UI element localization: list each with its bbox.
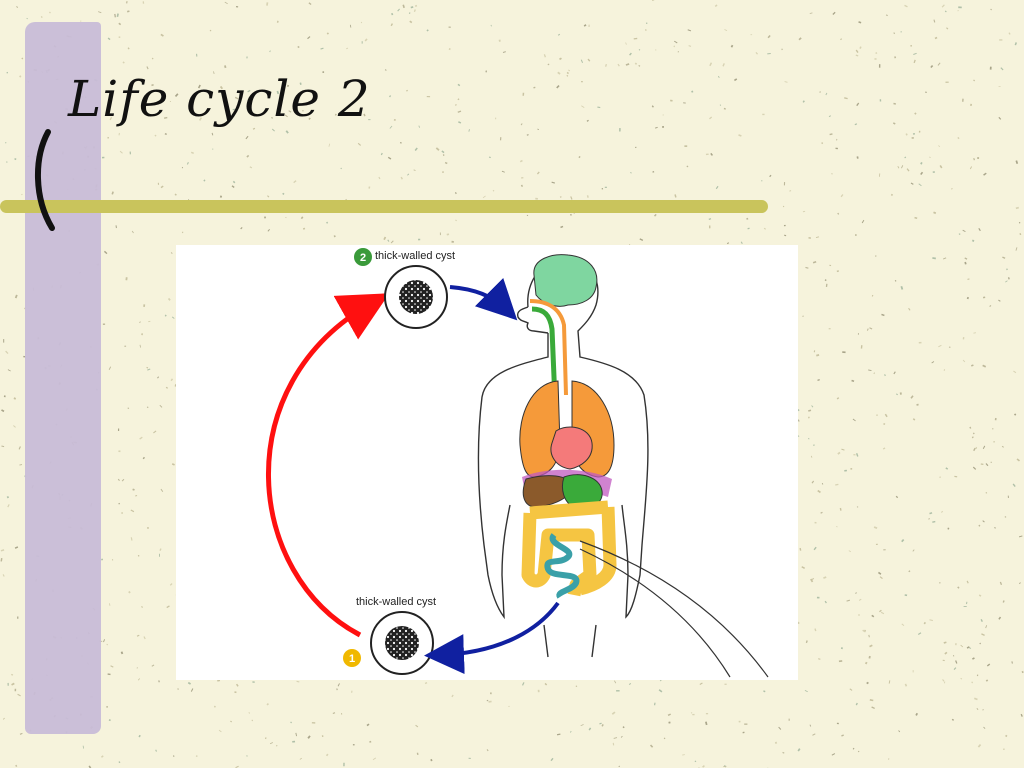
liver bbox=[522, 475, 573, 508]
step-1-badge: 1 bbox=[343, 649, 361, 667]
large-intestine bbox=[521, 512, 597, 597]
left-lung bbox=[519, 380, 561, 478]
cycle-arc bbox=[266, 293, 390, 638]
excretion-arrow bbox=[424, 601, 560, 675]
small-intestine bbox=[544, 533, 580, 599]
callout-lines bbox=[579, 540, 769, 678]
heart bbox=[550, 426, 593, 470]
title-underline-rule bbox=[0, 200, 768, 213]
thick-walled-cyst-top bbox=[384, 265, 448, 329]
decorative-side-bar bbox=[25, 22, 101, 734]
bracket-decoration bbox=[34, 129, 55, 231]
brain bbox=[533, 254, 598, 307]
step-2-number: 2 bbox=[360, 252, 366, 264]
thick-walled-cyst-bottom bbox=[370, 611, 434, 675]
esophagus bbox=[531, 306, 559, 426]
life-cycle-diagram: 2 thick-walled cyst 1 thick-walled cyst bbox=[176, 245, 798, 680]
step-1-number: 1 bbox=[349, 653, 355, 665]
slide-title: Life cycle 2 bbox=[68, 70, 371, 128]
bottom-cyst-label: thick-walled cyst bbox=[356, 596, 436, 608]
trachea bbox=[529, 299, 568, 396]
ingestion-arrow bbox=[449, 277, 518, 321]
top-cyst-label: thick-walled cyst bbox=[375, 250, 455, 262]
step-2-badge: 2 bbox=[354, 248, 372, 266]
